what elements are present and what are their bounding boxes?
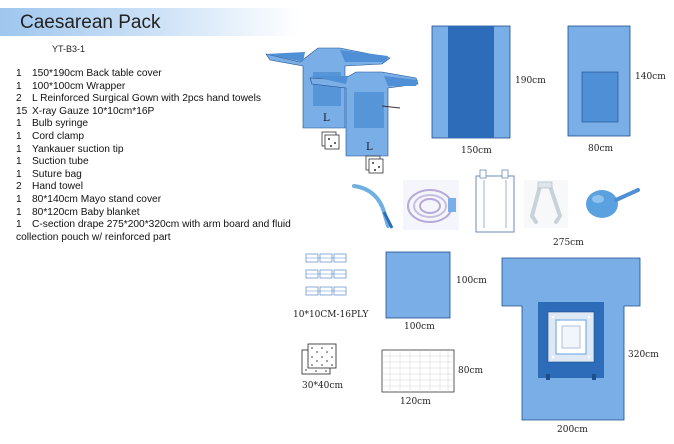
gauze-illustration: [305, 253, 347, 296]
blanket-width-label: 120cm: [400, 397, 431, 407]
baby-blanket: [381, 349, 455, 393]
product-code: YT-B3-1: [52, 44, 86, 54]
back-table-cover: [431, 25, 511, 139]
drape-width-label: 200cm: [557, 425, 588, 435]
accessories-width-label: 275cm: [553, 238, 584, 248]
back-table-width-label: 150cm: [461, 146, 492, 156]
blanket-height-label: 80cm: [458, 366, 484, 376]
gown-illustration: L: [309, 71, 419, 157]
drape-height-label: 320cm: [628, 350, 659, 360]
mayo-width-label: 80cm: [588, 144, 614, 154]
mayo-stand-cover: [567, 25, 631, 137]
yankauer-suction-tip: [352, 184, 394, 229]
wrapper-width-label: 100cm: [404, 322, 435, 332]
gown-size-label: L: [323, 113, 330, 124]
hand-towel-icon: [321, 131, 384, 174]
towel-illustration: [301, 343, 337, 375]
title-banner: [0, 8, 300, 36]
towel-size-label: 30*40cm: [302, 381, 343, 391]
mayo-height-label: 140cm: [635, 72, 666, 82]
suction-tube: [403, 180, 459, 230]
c-section-drape: [501, 257, 641, 421]
wrapper-height-label: 100cm: [456, 276, 487, 286]
bulb-syringe: [586, 188, 640, 218]
wrapper: [385, 251, 451, 319]
suture-bag: [475, 169, 515, 233]
gauze-size-label: 10*10CM-16PLY: [293, 310, 369, 320]
cord-clamp: [524, 180, 568, 228]
gown-size-label: L: [366, 142, 373, 153]
back-table-height-label: 190cm: [515, 76, 546, 86]
page-title: Caesarean Pack: [20, 12, 161, 33]
